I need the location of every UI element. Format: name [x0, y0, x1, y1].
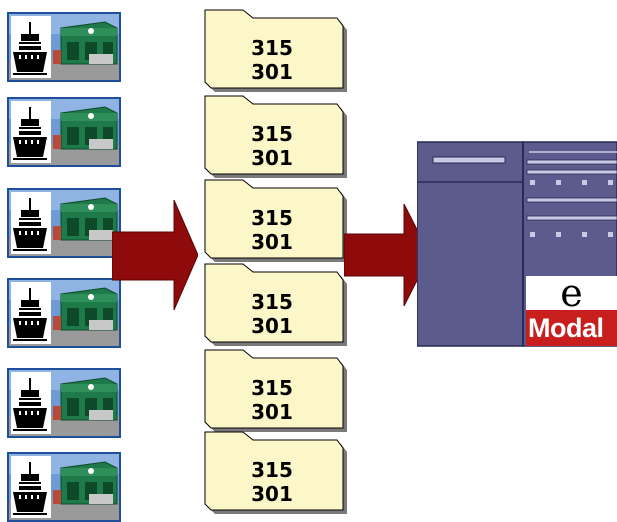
emodal-logo-e: e [526, 274, 617, 312]
emodal-logo-modal: Modal [526, 310, 617, 346]
ship-terminal-icon [7, 278, 121, 348]
folder-code-bottom: 301 [251, 314, 293, 338]
ship-terminal-icon [7, 12, 121, 82]
folder-icon: 315 301 [203, 430, 353, 516]
ship-terminal-icon [7, 368, 121, 438]
folder-icon: 315 301 [203, 94, 353, 180]
arrow-right-icon [112, 200, 198, 310]
folder-icon: 315 301 [203, 348, 353, 434]
folder-code-bottom: 301 [251, 146, 293, 170]
folder-code-top: 315 [251, 36, 293, 60]
folder-icon: 315 301 [203, 178, 353, 264]
folder-code-bottom: 301 [251, 230, 293, 254]
folder-code-top: 315 [251, 458, 293, 482]
folder-code-top: 315 [251, 206, 293, 230]
folder-icon: 315 301 [203, 8, 353, 94]
ship-terminal-icon [7, 188, 121, 258]
folder-code-bottom: 301 [251, 60, 293, 84]
folder-code-top: 315 [251, 122, 293, 146]
folder-code-bottom: 301 [251, 400, 293, 424]
folder-code-bottom: 301 [251, 482, 293, 506]
ship-terminal-icon [7, 452, 121, 522]
folder-code-top: 315 [251, 290, 293, 314]
ship-terminal-icon [7, 97, 121, 167]
folder-code-top: 315 [251, 376, 293, 400]
folder-icon: 315 301 [203, 262, 353, 348]
